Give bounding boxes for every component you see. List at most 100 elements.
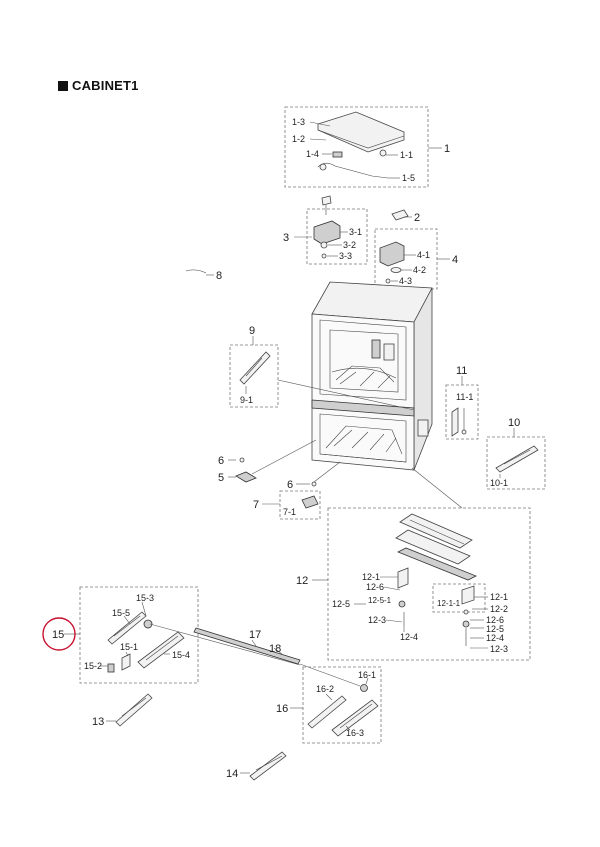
label-3-3: 3-3 bbox=[339, 251, 352, 261]
label-8: 8 bbox=[216, 270, 222, 282]
part-6-screw-center bbox=[311, 481, 317, 487]
label-15-4: 15-4 bbox=[172, 650, 190, 660]
part-13-rail bbox=[115, 693, 153, 727]
part-17-rod bbox=[193, 627, 301, 665]
part-12-5-washer-right bbox=[462, 620, 470, 628]
part-12-5-1-washer-left bbox=[398, 600, 406, 608]
label-12-5-right: 12-5 bbox=[486, 624, 504, 634]
part-16-3-rail bbox=[331, 699, 379, 737]
part-8: 8 bbox=[185, 269, 222, 282]
group-1: 1-3 1-2 1-4 1-1 1-5 1 bbox=[284, 106, 450, 188]
label-1-4: 1-4 bbox=[306, 149, 319, 159]
group-16: 16-1 16-2 16-3 16 bbox=[276, 666, 382, 744]
part-1-4-clip bbox=[332, 151, 343, 158]
label-12-1-1: 12-1-1 bbox=[437, 599, 461, 608]
highlight-circle bbox=[42, 617, 76, 651]
group-3-box bbox=[306, 208, 368, 265]
label-15-5: 15-5 bbox=[112, 608, 130, 618]
label-4: 4 bbox=[452, 254, 458, 266]
label-10: 10 bbox=[508, 417, 520, 429]
label-11-1: 11-1 bbox=[456, 392, 473, 402]
part-3-3-pin bbox=[321, 253, 327, 259]
label-12: 12 bbox=[296, 575, 308, 587]
label-4-3: 4-3 bbox=[399, 276, 412, 286]
part-15-1-bracket bbox=[121, 653, 131, 671]
label-16-2: 16-2 bbox=[316, 684, 334, 694]
group-9-box bbox=[229, 344, 279, 408]
label-12-6-right: 12-6 bbox=[486, 615, 504, 625]
part-11-1-rail bbox=[451, 407, 459, 437]
label-16-3: 16-3 bbox=[346, 728, 364, 738]
label-5: 5 bbox=[218, 472, 224, 484]
part-15-3-cap bbox=[143, 619, 153, 629]
part-16-2-rail bbox=[307, 695, 347, 729]
part-15-2-clip bbox=[107, 663, 115, 673]
part-1-1-screw bbox=[379, 149, 387, 157]
label-11: 11 bbox=[456, 365, 467, 377]
label-15-3: 15-3 bbox=[136, 593, 154, 603]
label-12-1-left: 12-1 bbox=[362, 572, 380, 582]
label-6-left: 6 bbox=[218, 455, 224, 467]
part-12-rail-lower bbox=[397, 547, 477, 581]
highlight-marker: 15 bbox=[42, 617, 76, 651]
part-1-5-wire bbox=[317, 162, 389, 179]
page-title: CABINET1 bbox=[58, 78, 139, 93]
part-12-1-bracket-left bbox=[397, 567, 409, 589]
part-14: 14 bbox=[226, 751, 287, 781]
part-5-roller bbox=[235, 471, 257, 483]
group-7-box bbox=[279, 490, 321, 520]
group-12-1-1-box bbox=[432, 583, 486, 613]
label-16-1: 16-1 bbox=[358, 670, 376, 680]
label-15-1: 15-1 bbox=[120, 642, 138, 652]
label-15-2: 15-2 bbox=[84, 661, 102, 671]
part-15-4-rail bbox=[137, 631, 185, 669]
label-9: 9 bbox=[249, 325, 255, 337]
group-12-box bbox=[327, 507, 531, 661]
label-12-5-1: 12-5-1 bbox=[368, 596, 392, 605]
part-14-rail bbox=[249, 751, 287, 781]
label-1-3: 1-3 bbox=[292, 117, 305, 127]
label-7: 7 bbox=[253, 499, 259, 511]
label-12-2: 12-2 bbox=[490, 604, 508, 614]
label-4-2: 4-2 bbox=[413, 265, 426, 275]
title-square-icon bbox=[58, 80, 68, 91]
group-1-box bbox=[284, 106, 429, 188]
label-12-4-right: 12-4 bbox=[486, 633, 504, 643]
label-13: 13 bbox=[92, 716, 104, 728]
part-9-1-bracket bbox=[239, 351, 271, 385]
part-10-1-bracket bbox=[495, 445, 539, 473]
label-12-5-left: 12-5 bbox=[332, 599, 350, 609]
part-7-1-roller bbox=[301, 495, 319, 509]
label-18: 18 bbox=[269, 643, 281, 655]
group-12: 12 12-1 12-6 12-5 12-5-1 12-3 12-4 12-1-… bbox=[296, 467, 531, 661]
part-1-3-top-cover bbox=[317, 111, 405, 153]
label-12-3-left: 12-3 bbox=[368, 615, 386, 625]
page-title-text: CABINET1 bbox=[72, 78, 139, 93]
label-9-1: 9-1 bbox=[240, 395, 253, 405]
group-3: 3-1 3-2 3-3 3 bbox=[283, 208, 368, 265]
label-2: 2 bbox=[414, 212, 420, 224]
part-6-screw-left bbox=[239, 457, 245, 463]
label-15: 15 bbox=[52, 629, 64, 641]
group-9: 9 9-1 bbox=[229, 325, 415, 411]
group-16-box bbox=[302, 666, 382, 744]
part-2: 2 bbox=[391, 209, 420, 224]
group-4: 4-1 4-2 4-3 4 bbox=[374, 228, 458, 290]
parts-17-18: 17 18 bbox=[149, 623, 361, 687]
part-13: 13 bbox=[92, 693, 153, 728]
part-4-2-washer bbox=[390, 267, 402, 273]
label-3-1: 3-1 bbox=[349, 227, 362, 237]
part-3-1-hinge bbox=[313, 220, 341, 245]
label-17: 17 bbox=[249, 629, 261, 641]
group-7: 6 7 7-1 bbox=[253, 461, 341, 520]
label-1-5: 1-5 bbox=[402, 173, 415, 183]
label-12-4-left: 12-4 bbox=[400, 632, 418, 642]
label-12-6-left: 12-6 bbox=[366, 582, 384, 592]
label-16: 16 bbox=[276, 703, 288, 715]
cabinet-divider bbox=[311, 399, 415, 417]
part-12-rail-middle bbox=[395, 529, 471, 565]
label-1-2: 1-2 bbox=[292, 134, 305, 144]
group-15-box bbox=[79, 586, 199, 684]
label-3-2: 3-2 bbox=[343, 240, 356, 250]
